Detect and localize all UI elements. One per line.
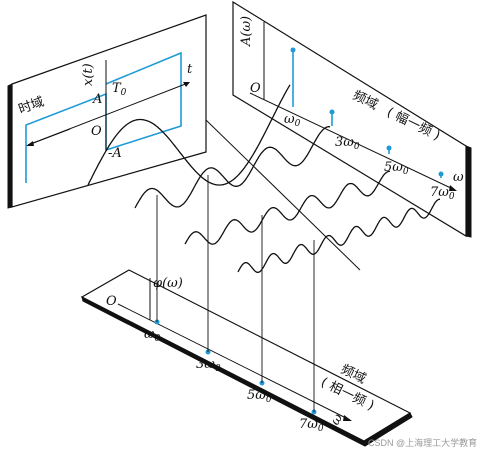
watermark: CSDN @上海理工大学教育 — [368, 437, 477, 448]
amplitude-neg-label: -A — [108, 146, 122, 161]
amplitude-dot-7 — [438, 171, 444, 177]
harmonic-wave-5 — [184, 170, 390, 245]
phase-freq-arrow — [343, 415, 352, 421]
phase-tick-3: 3ω0 — [196, 357, 221, 374]
amplitude-freq-axis — [249, 92, 456, 191]
amplitude-dot-1 — [290, 47, 296, 53]
phase-freq-axis — [117, 303, 351, 421]
time-axis-left-arrow — [26, 141, 34, 146]
time-axis-arrow — [183, 82, 190, 87]
phase-y-label: φ(ω) — [153, 276, 183, 291]
harmonic-wave-7 — [237, 198, 440, 273]
phase-spectrum-panel: φ(ω) O ω 频域 ( 相一频 ) ω0 3ω0 5ω0 7ω0 — [80, 269, 413, 447]
phase-panel-face — [80, 269, 412, 442]
harmonic-wave-1 — [87, 84, 291, 186]
amplitude-dot-3 — [329, 109, 335, 115]
time-panel-face — [11, 14, 207, 208]
time-axis-label: t — [187, 62, 193, 77]
amplitude-panel-edge — [465, 145, 472, 238]
amplitude-freq-label: ω — [453, 170, 464, 185]
time-origin-label: O — [91, 124, 102, 139]
period-label: T0 — [112, 81, 127, 98]
harmonic-wave-3 — [134, 125, 331, 209]
amplitude-spectrum-panel: A(ω) O ω 频域 ( 幅一频 ) ω0 3ω0 5ω0 7ω0 — [232, 0, 472, 238]
central-frequency-axis — [205, 119, 361, 271]
phase-origin-label: O — [106, 294, 117, 309]
phase-tick-7: 7ω0 — [299, 417, 324, 434]
amplitude-freq-arrow — [449, 185, 457, 191]
time-domain-panel: x(t) t A -A O T0 时域 — [7, 14, 207, 209]
amplitude-panel-face — [232, 0, 467, 238]
amplitude-tick-3: 3ω0 — [335, 135, 360, 152]
amplitude-origin-label: O — [250, 81, 261, 96]
harmonics-group — [87, 84, 440, 412]
signal-label: x(t) — [81, 63, 96, 86]
amplitude-y-label: A(ω) — [239, 16, 254, 47]
amplitude-tick-5: 5ω0 — [384, 160, 409, 177]
phase-tick-5: 5ω0 — [247, 388, 272, 405]
amplitude-pos-label: A — [92, 92, 102, 107]
amplitude-dot-5 — [386, 145, 392, 151]
time-axis-left-arrow-line — [27, 128, 71, 146]
amplitude-tick-7: 7ω0 — [430, 185, 455, 202]
